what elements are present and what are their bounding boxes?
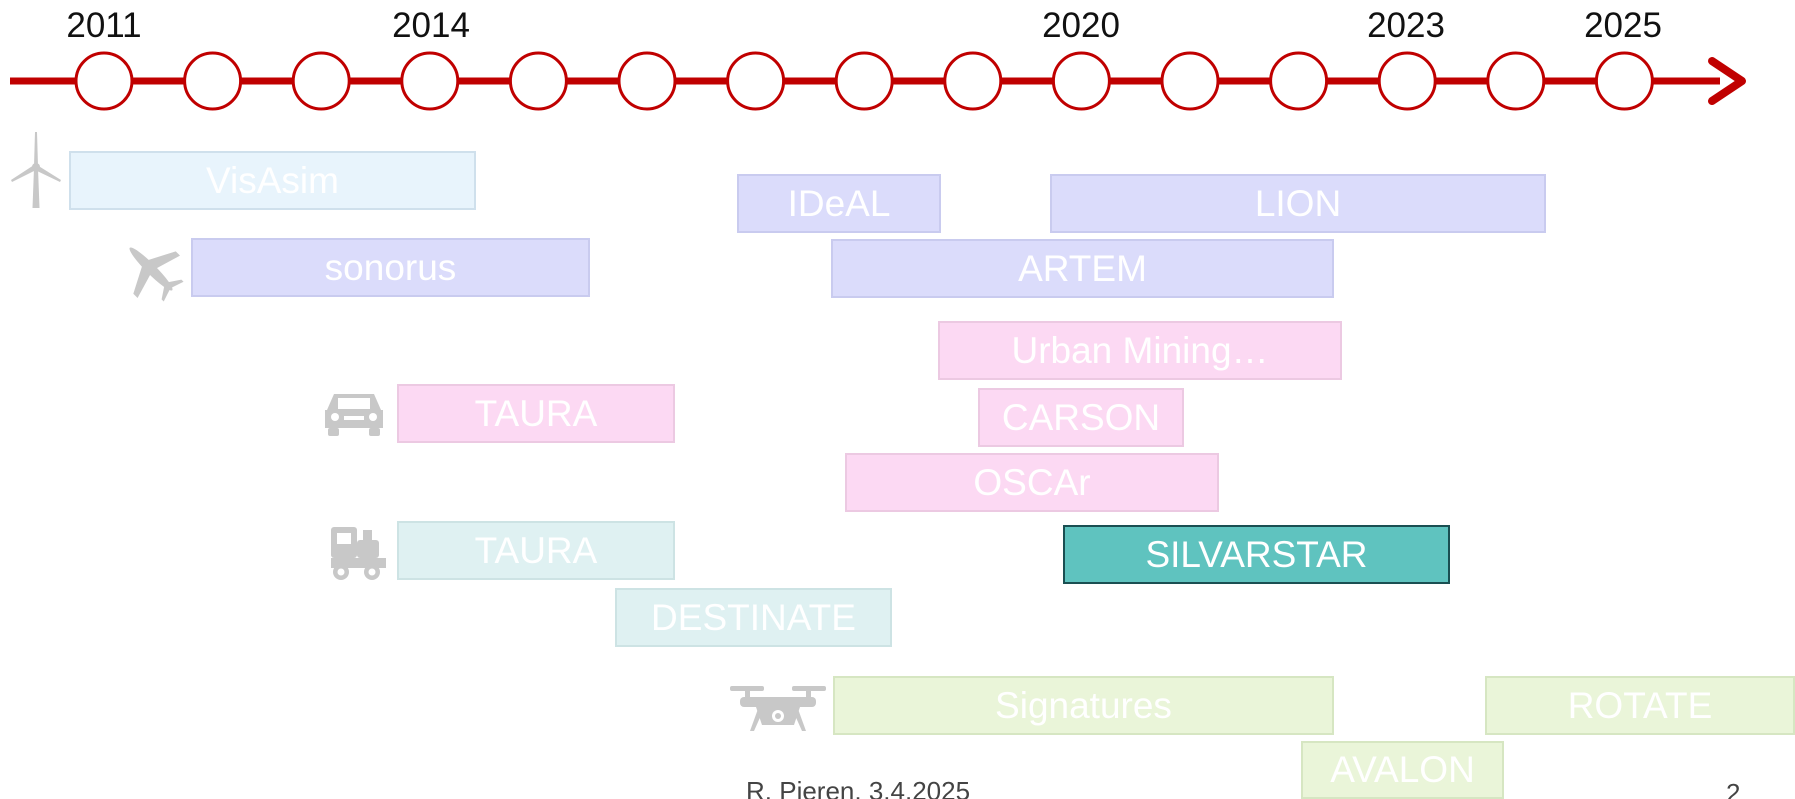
year-label-2014: 2014 (392, 6, 470, 45)
airplane-icon (129, 247, 184, 302)
project-destinate: DESTINATE (615, 588, 892, 647)
project-urban-mining: Urban Mining… (938, 321, 1342, 380)
year-marker-circle (1051, 51, 1111, 111)
project-sonorus: sonorus (191, 238, 590, 297)
project-rotate: ROTATE (1485, 676, 1795, 735)
wind-turbine-icon (11, 132, 61, 208)
footer-author-date: R. Pieren, 3.4.2025 (746, 776, 971, 799)
year-label-2025: 2025 (1584, 6, 1662, 45)
timeline-arrowhead (1708, 57, 1746, 105)
project-taura-rail: TAURA (397, 521, 675, 580)
project-avalon: AVALON (1301, 741, 1504, 799)
year-marker-circle (291, 51, 351, 111)
project-artem: ARTEM (831, 239, 1334, 298)
year-marker-circle (1269, 51, 1329, 111)
year-marker-circle (1377, 51, 1437, 111)
train-icon (331, 527, 386, 580)
drone-icon (730, 686, 826, 731)
year-marker-circle (183, 51, 243, 111)
project-silvarstar: SILVARSTAR (1063, 525, 1450, 584)
year-marker-circle (74, 51, 134, 111)
year-label-2011: 2011 (66, 6, 142, 45)
project-taura-road: TAURA (397, 384, 675, 443)
year-markers (74, 51, 1654, 111)
project-visasim: VisAsim (69, 151, 476, 210)
timeline-axis (10, 51, 1746, 111)
page-number: 2 (1726, 778, 1741, 799)
year-marker-circle (726, 51, 786, 111)
year-marker-circle (400, 51, 460, 111)
project-carson: CARSON (978, 388, 1184, 447)
year-label-2023: 2023 (1367, 6, 1445, 45)
year-marker-circle (1594, 51, 1654, 111)
year-marker-circle (508, 51, 568, 111)
year-label-2020: 2020 (1042, 6, 1120, 45)
project-lion: LION (1050, 174, 1546, 233)
car-icon (325, 394, 383, 436)
project-ideal: IDeAL (737, 174, 941, 233)
project-oscar: OSCAr (845, 453, 1219, 512)
year-marker-circle (943, 51, 1003, 111)
year-marker-circle (617, 51, 677, 111)
year-marker-circle (1486, 51, 1546, 111)
year-marker-circle (834, 51, 894, 111)
project-signatures: Signatures (833, 676, 1334, 735)
year-marker-circle (1160, 51, 1220, 111)
